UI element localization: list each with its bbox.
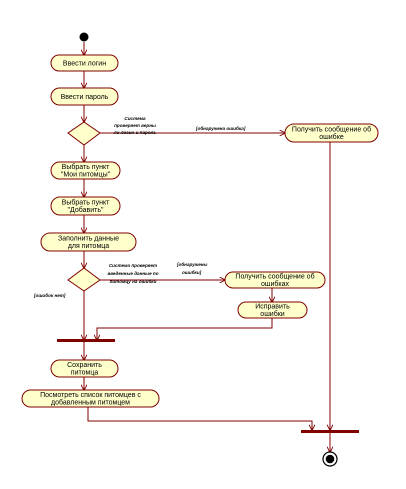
decision-pet-data: [67, 267, 101, 292]
action-label: Получить сообщение об: [292, 126, 371, 134]
control-flows: [84, 42, 330, 452]
action-choose-pets: Выбрать пункт"Мои питомцы": [50, 161, 121, 180]
action-shape: [50, 161, 121, 180]
initial-node: [79, 32, 89, 42]
guard-errors-found-line2: ошибки]: [182, 269, 202, 275]
action-shape: [224, 271, 326, 289]
action-label: ошибке: [319, 133, 344, 141]
join-bar-final: [301, 430, 359, 433]
guard-error-found: [обнаружена ошибка]: [195, 125, 246, 131]
action-label: Ввести логин: [63, 60, 106, 67]
action-label: Посмотреть список питомцев с: [40, 392, 141, 399]
action-label: Заполнить данные: [58, 236, 119, 243]
condition-notes: Система проверяет верны ли логин и парольС…: [107, 116, 158, 284]
action-label: Выбрать пункт: [62, 199, 110, 207]
flow-fix-join: [97, 318, 273, 340]
flow-view-finaljoin: [87, 407, 312, 430]
action-shape: [50, 359, 119, 378]
action-shape: [40, 232, 137, 252]
action-shape: [50, 87, 119, 106]
guard-errors-found-line1: [обнаружены: [176, 261, 208, 267]
action-shape: [21, 389, 160, 408]
action-label: для питомца: [68, 243, 109, 250]
action-login: Ввести логин: [50, 54, 119, 72]
action-label: Ввести пароль: [61, 94, 109, 101]
action-label: добавленным питомцем: [51, 399, 130, 407]
join-bar-1: [57, 339, 115, 342]
action-label: питомца: [71, 370, 99, 377]
guard-labels: [обнаружена ошибка] [обнаружены ошибки] …: [33, 125, 246, 298]
condition-text: Система: [124, 116, 146, 121]
action-label: ошибках: [261, 280, 290, 288]
decision-credentials: [67, 121, 101, 146]
action-password: Ввести пароль: [50, 87, 119, 106]
action-choose-add: Выбрать пункт"Добавить": [50, 196, 121, 216]
action-label: Сохранить: [67, 362, 102, 369]
action-view-list: Посмотреть список питомцев сдобавленным …: [21, 389, 160, 408]
action-shape: [237, 301, 308, 319]
action-shape: [284, 123, 379, 143]
condition-text: ли логин и пароль: [113, 130, 157, 135]
condition-text: Система проверяет: [109, 263, 157, 268]
action-shape: [50, 196, 121, 216]
action-label: ошибки: [260, 310, 284, 318]
condition-text: введенные данные по: [107, 271, 158, 276]
condition-text: проверяет верны: [114, 123, 156, 128]
action-label: "Добавить": [68, 206, 104, 214]
action-shape: [50, 54, 119, 72]
action-label: "Мои питомцы": [61, 172, 111, 179]
final-node: [322, 451, 338, 467]
action-label: Исправить: [255, 304, 290, 311]
guard-no-errors: [ошибок нет]: [33, 292, 66, 298]
action-label: Выбрать пункт: [62, 163, 110, 171]
action-label: Получить сообщение об: [235, 273, 314, 281]
condition-text: питомцу на ошибки: [110, 278, 157, 284]
